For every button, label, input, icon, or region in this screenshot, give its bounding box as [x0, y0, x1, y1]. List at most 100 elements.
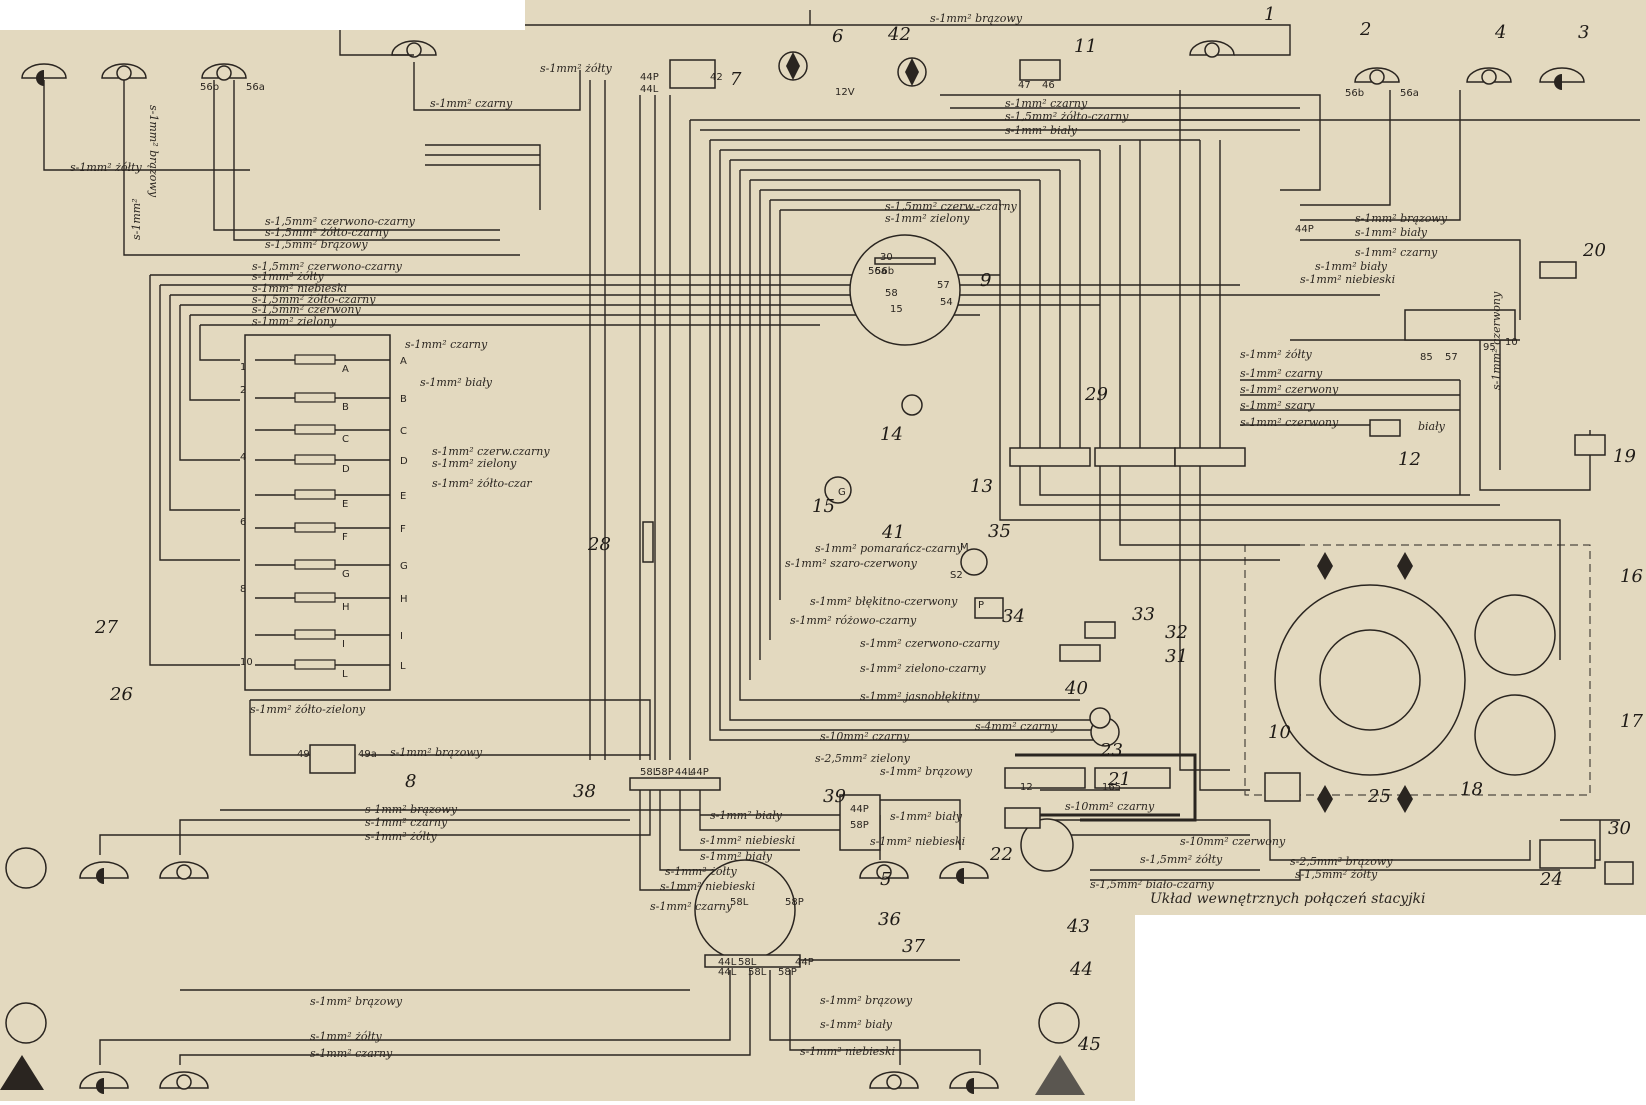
- terminal-label: M: [960, 542, 969, 553]
- wire-label: s-1mm² czarny: [365, 816, 448, 829]
- indicator-43: [1020, 818, 1074, 872]
- component-number: 13: [970, 476, 993, 497]
- fuse-letter: H: [400, 594, 408, 605]
- wire-label: s-1,5mm² żółto-czarny: [265, 226, 389, 239]
- component-number: 12: [1398, 449, 1421, 470]
- component-number: 35: [988, 521, 1011, 542]
- wire-label: s-1mm² niebieski: [870, 835, 965, 848]
- component-number: 10: [1268, 722, 1291, 743]
- wire-label: s-1mm² czerwony: [1240, 383, 1339, 396]
- wire-label: s-1mm² żółto-zielony: [250, 703, 366, 716]
- wire-label: s-1mm² zielony: [885, 212, 970, 225]
- wire-label: s-1mm² brązowy: [930, 12, 1023, 25]
- component-number: 17: [1620, 711, 1643, 732]
- wire-label: s-1mm² czarny: [310, 1047, 393, 1060]
- wire-label: s-1mm² niebieski: [700, 834, 795, 847]
- starter-35: [960, 548, 988, 576]
- wire-label: s-1mm² brązowy: [365, 803, 458, 816]
- terminal-label: 44L: [675, 767, 694, 778]
- wire-label: biały: [1418, 420, 1446, 433]
- component-number: 4: [1494, 22, 1506, 43]
- terminal-label: S2: [950, 570, 963, 581]
- component-number: 30: [1608, 818, 1631, 839]
- terminal-label: 12V: [835, 87, 855, 98]
- terminal-label: 44L: [640, 84, 659, 95]
- wire-label: s-1mm² czarny: [1005, 97, 1088, 110]
- wire-label: s-1mm² różowo-czarny: [790, 614, 917, 627]
- wire-label: s-1mm² żółty: [665, 865, 738, 878]
- terminal-label: 58P: [785, 897, 804, 908]
- fuse-number: 6: [240, 517, 246, 528]
- component-number: 45: [1077, 1034, 1101, 1055]
- component-number: 21: [1107, 769, 1131, 790]
- component-number: 38: [573, 781, 596, 802]
- component-number: 2: [1359, 19, 1371, 40]
- flasher-8: [309, 744, 356, 774]
- fuse-letter: B: [400, 394, 407, 405]
- terminal-label: P: [978, 600, 984, 611]
- fuse-letter: A: [400, 356, 407, 367]
- generator-15: [824, 476, 852, 504]
- wire-label: s-1mm² żółty: [70, 161, 143, 174]
- fuse-number: 1: [240, 362, 246, 373]
- triangle-left: [0, 1055, 44, 1090]
- component-number: 43: [1066, 916, 1090, 937]
- wire-label: s-1mm² żółty: [540, 62, 613, 75]
- wire-label: s-1mm² jasnobłękitny: [860, 690, 980, 703]
- component-number: 5: [880, 869, 891, 890]
- fuse-letter: L: [400, 661, 406, 672]
- fuse-letter: B: [342, 402, 349, 413]
- terminal-label: 49: [297, 749, 310, 760]
- component-number: 39: [823, 786, 846, 807]
- terminal-label: 44P: [795, 957, 814, 968]
- terminal-label: 10: [1505, 337, 1518, 348]
- wire-label: s-1mm² brązowy: [1355, 212, 1448, 225]
- component-32: [1059, 644, 1101, 662]
- pressure-switch-34: [974, 597, 1004, 619]
- component-number: 11: [1074, 36, 1097, 57]
- terminal-label: 58L: [738, 957, 757, 968]
- wire-label: s-1mm² biały: [1005, 124, 1078, 137]
- relay-12: [1369, 419, 1401, 437]
- harness-wires: [43, 10, 1640, 1065]
- component-number: 6: [832, 26, 843, 47]
- terminal-label: 57: [937, 280, 950, 291]
- fuse-letter: L: [342, 669, 348, 680]
- fuse-letter: C: [342, 434, 349, 445]
- wire-label: s-1mm²: [130, 198, 143, 240]
- wire-label: s-10mm² czarny: [820, 730, 910, 743]
- fuse-letter: I: [342, 639, 345, 650]
- wire-label: s-1mm² czerwony: [1240, 416, 1339, 429]
- component-number: 24: [1539, 869, 1563, 890]
- terminal-label: 58P: [778, 967, 797, 978]
- component-number: 28: [587, 534, 611, 555]
- wire-label: s-10mm² czarny: [1065, 800, 1155, 813]
- terminal-label: 56b: [875, 266, 894, 277]
- terminal-label: 12: [1020, 782, 1033, 793]
- wire-label: s-1mm² żółty: [365, 830, 438, 843]
- switch-22: [1004, 807, 1041, 829]
- fuse-letter: F: [342, 532, 348, 543]
- terminal-label: 49a: [358, 749, 377, 760]
- indicator-left-2: [5, 1002, 47, 1044]
- terminal-label: 58L: [748, 967, 767, 978]
- component-number: 3: [1578, 22, 1589, 43]
- component-number: 37: [902, 936, 925, 957]
- wire-label: s-1mm² czarny: [405, 338, 488, 351]
- component-number: 9: [980, 270, 991, 291]
- terminal-label: 44P: [850, 804, 869, 815]
- indicator-44: [1038, 1002, 1080, 1044]
- wire-label: s-1mm² biały: [820, 1018, 893, 1031]
- component-number: 25: [1367, 786, 1391, 807]
- fuse-letter: G: [342, 569, 350, 580]
- terminal-label: 30: [880, 252, 893, 263]
- component-33: [1084, 621, 1116, 639]
- wire-label: s-1,5mm² biało-czarny: [1090, 878, 1215, 891]
- fuse-number: 2: [240, 385, 246, 396]
- wire-label: s-1mm² niebieski: [1300, 273, 1395, 286]
- lamp-row-top-right: [1189, 40, 1585, 90]
- fuse-letter: F: [400, 524, 406, 535]
- resistor-28: [642, 521, 654, 563]
- wire-label: s-1mm² zielony: [252, 315, 337, 328]
